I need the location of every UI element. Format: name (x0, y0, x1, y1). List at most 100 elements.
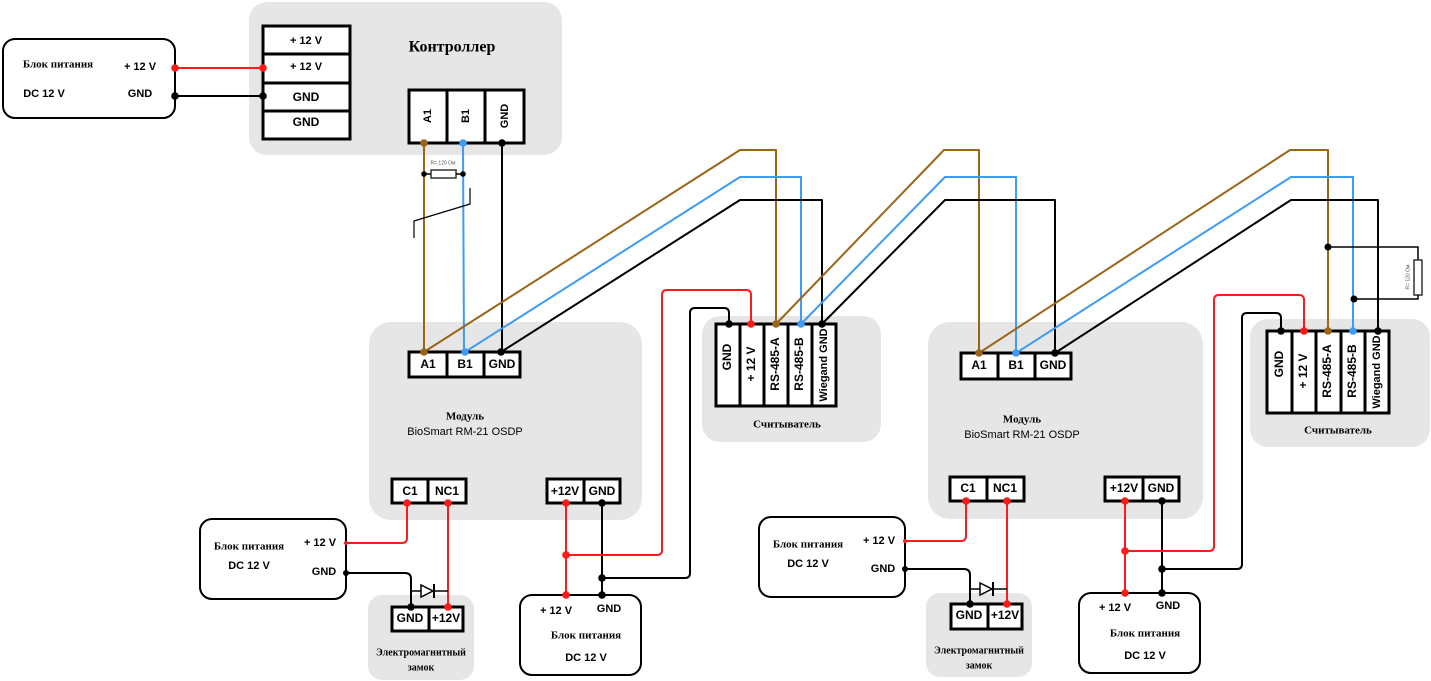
terminal-label: RS-485-B (792, 337, 806, 391)
connection-dot (1158, 589, 1166, 597)
psu-subtitle: DC 12 V (565, 652, 607, 664)
terminal-label: B1 (457, 357, 473, 371)
connection-dot (598, 574, 606, 582)
terminal-label: Wiegand GND (818, 328, 830, 401)
terminal-label: GND (293, 115, 320, 129)
terminal-label: +12V (991, 608, 1019, 622)
connection-dot (797, 320, 805, 328)
terminal-label: A1 (971, 358, 987, 372)
terminal-label: A1 (420, 357, 436, 371)
reader-title: Считыватель (1304, 425, 1372, 437)
terminal-label: +12V (551, 484, 579, 498)
terminal-label: + 12 V (290, 61, 323, 73)
wire-b-module1-reader1 (464, 176, 802, 353)
terminal-label: GND (720, 343, 734, 370)
wire-lockpsu2-gnd-lock (905, 568, 971, 604)
bus-wires (423, 142, 1379, 354)
connection-dot (259, 64, 267, 72)
connection-dot (420, 139, 428, 147)
wire-b-reader1-module2 (800, 176, 1017, 353)
terminal-label: B1 (1008, 358, 1024, 372)
wire-a-module2-reader2 (978, 149, 1329, 354)
terminal-label: C1 (960, 481, 976, 495)
connection-dot (461, 348, 469, 356)
terminal-label: C1 (402, 484, 418, 498)
connection-dot (1121, 497, 1129, 505)
connection-dot (562, 499, 570, 507)
lock-title-line2: замок (966, 660, 993, 671)
diode-icon (970, 581, 1007, 597)
psu-plus-label: + 12 V (863, 535, 896, 547)
psu-subtitle: DC 12 V (1124, 650, 1166, 662)
connection-dot (562, 591, 570, 599)
termination-resistor-2: R= 120 Ом (1324, 243, 1423, 303)
controller-power-terminal-block: + 12 V + 12 V GND GND (261, 24, 352, 141)
connection-dot (598, 499, 606, 507)
resistor-icon (1413, 259, 1423, 296)
connection-dot (975, 349, 983, 357)
controller-title: Контроллер (409, 39, 496, 56)
terminal-label: A1 (422, 109, 434, 123)
connection-dot (1349, 327, 1357, 335)
connection-dot (444, 603, 452, 611)
terminal-label: NC1 (435, 484, 459, 498)
cable-twist-mark (413, 188, 471, 238)
wire-lockpsu2-plus-c1 (905, 501, 967, 542)
module-model: BioSmart RM-21 OSDP (407, 426, 523, 438)
resistor-icon (430, 169, 457, 179)
wire-gnd-module2-reader2 (1054, 199, 1379, 354)
wire-gnd-reader1-module2 (821, 199, 1056, 353)
terminal-label: GND (489, 357, 516, 371)
connection-dot (598, 591, 606, 599)
connection-dot (497, 348, 505, 356)
wire-modpsu1-plus-reader1 (566, 289, 752, 556)
connection-dot (818, 320, 826, 328)
connection-dot (420, 348, 428, 356)
psu-gnd-label: GND (128, 88, 153, 100)
psu-title: Блок питания (551, 630, 621, 642)
wire-modpsu2-gnd-reader2 (1162, 312, 1282, 570)
connection-dot (343, 570, 349, 576)
terminal-label: RS-485-A (1320, 344, 1334, 398)
wire-b-module2-reader2 (1015, 176, 1354, 354)
terminal-label: GND (1040, 358, 1067, 372)
terminal-label: GND (1148, 481, 1175, 495)
controller: Контроллер + 12 V + 12 V GND GND A1 B1 G… (261, 24, 526, 145)
connection-dot (344, 541, 348, 545)
reader-title: Считыватель (753, 419, 821, 431)
psu-gnd-label: GND (1156, 600, 1181, 612)
connection-dot (747, 320, 755, 328)
psu-title: Блок питания (214, 541, 284, 553)
wire-b-controller-module1 (462, 142, 465, 353)
connection-dot (1051, 349, 1059, 357)
connection-dot (403, 499, 411, 507)
resistor-label: R= 120 Ом (431, 160, 457, 166)
wire-lockpsu1-plus-c1 (346, 503, 408, 544)
terminal-label: + 12 V (744, 346, 758, 381)
connection-dot (444, 499, 452, 507)
connection-dot (1121, 589, 1129, 597)
controller-bus-terminal-block: A1 B1 GND (407, 88, 526, 145)
lock-2: GND +12V Электромагнитный замок (934, 602, 1024, 671)
terminal-label: +12V (432, 611, 460, 625)
psu-lock-1: Блок питания DC 12 V + 12 V GND (199, 518, 347, 600)
module-1: A1 B1 GND Модуль BioSmart RM-21 OSDP C1 … (390, 350, 622, 505)
psu-module-1: + 12 V GND Блок питания DC 12 V (519, 594, 642, 676)
psu-module-2: + 12 V GND Блок питания DC 12 V (1078, 592, 1201, 674)
psu-plus-label: + 12 V (124, 61, 157, 73)
connection-dot (903, 539, 907, 543)
connection-dot (1003, 600, 1011, 608)
terminal-label: +12V (1110, 481, 1138, 495)
connection-dot (1374, 327, 1382, 335)
connection-dot (902, 566, 908, 572)
psu-plus-label: + 12 V (1099, 602, 1132, 614)
connection-dot (966, 600, 974, 608)
terminal-label: GND (397, 611, 424, 625)
lock-title-line1: Электромагнитный (376, 647, 466, 658)
psu-subtitle: DC 12 V (228, 560, 270, 572)
connection-dot (498, 139, 506, 147)
wire-modpsu1-gnd-reader1 (602, 307, 730, 579)
wire-a-module1-reader1 (423, 149, 777, 353)
psu-title: Блок питания (1110, 628, 1180, 640)
